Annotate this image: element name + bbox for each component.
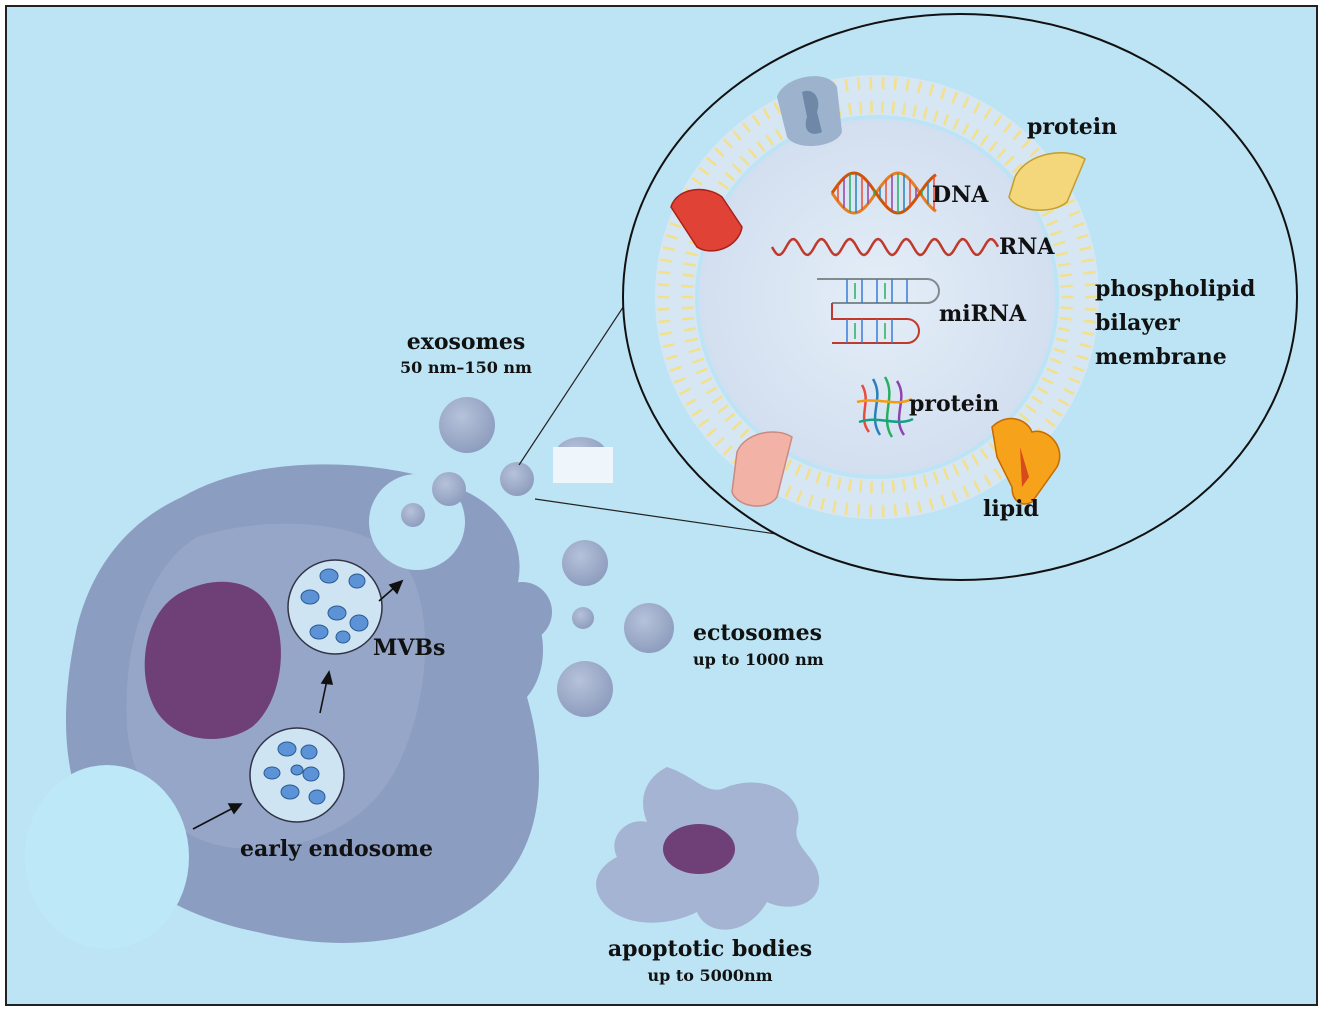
zoom-line-lower bbox=[534, 498, 798, 538]
early-endosome-label: early endosome bbox=[240, 836, 434, 862]
diagram-canvas bbox=[25, 13, 1298, 949]
membrane-label-line3: membrane bbox=[1095, 344, 1227, 370]
lipid-label: lipid bbox=[983, 496, 1039, 522]
protein-membrane-label: protein bbox=[1027, 114, 1118, 140]
mvbs-label: MVBs bbox=[373, 635, 446, 661]
ectosome-particles bbox=[557, 540, 674, 717]
ectosomes-label: ectosomes bbox=[693, 620, 822, 646]
membrane-protein-red bbox=[670, 188, 743, 252]
protein-lumen-label: protein bbox=[909, 391, 1000, 417]
nucleus bbox=[144, 581, 281, 739]
apoptotic-bodies-label: apoptotic bodies bbox=[607, 936, 813, 962]
membrane-label-line1: phospholipid bbox=[1095, 276, 1256, 302]
rna-strand bbox=[770, 237, 1000, 257]
blank-patch bbox=[553, 447, 613, 483]
exosomes-size-label: 50 nm–150 nm bbox=[400, 358, 532, 377]
ectosomes-size-label: up to 1000 nm bbox=[693, 650, 824, 669]
pale-cell bbox=[25, 765, 189, 949]
ectosome-bud bbox=[492, 582, 552, 642]
figure-frame: exosomes 50 nm–150 nm ectosomes up to 10… bbox=[5, 5, 1318, 1006]
early-endosome-vesicles bbox=[263, 741, 326, 805]
dna-label: DNA bbox=[932, 182, 989, 208]
mvb-vesicles bbox=[300, 568, 369, 644]
mirna-label: miRNA bbox=[939, 301, 1027, 327]
membrane-protein-yellow bbox=[1008, 152, 1086, 211]
dna-helix bbox=[830, 171, 937, 215]
apoptotic-nucleus bbox=[663, 824, 735, 874]
exosomes-label: exosomes bbox=[406, 329, 526, 355]
membrane-protein-orange bbox=[991, 417, 1061, 505]
membrane-label-line2: bilayer bbox=[1095, 310, 1180, 336]
mirna-hairpins bbox=[817, 278, 940, 344]
membrane-protein-pink bbox=[731, 431, 793, 507]
protein-structure bbox=[856, 376, 914, 438]
rna-label: RNA bbox=[999, 234, 1055, 260]
apoptotic-bodies-size-label: up to 5000nm bbox=[647, 966, 773, 985]
membrane-protein-top bbox=[777, 76, 842, 147]
pathway-arrows bbox=[192, 579, 404, 830]
